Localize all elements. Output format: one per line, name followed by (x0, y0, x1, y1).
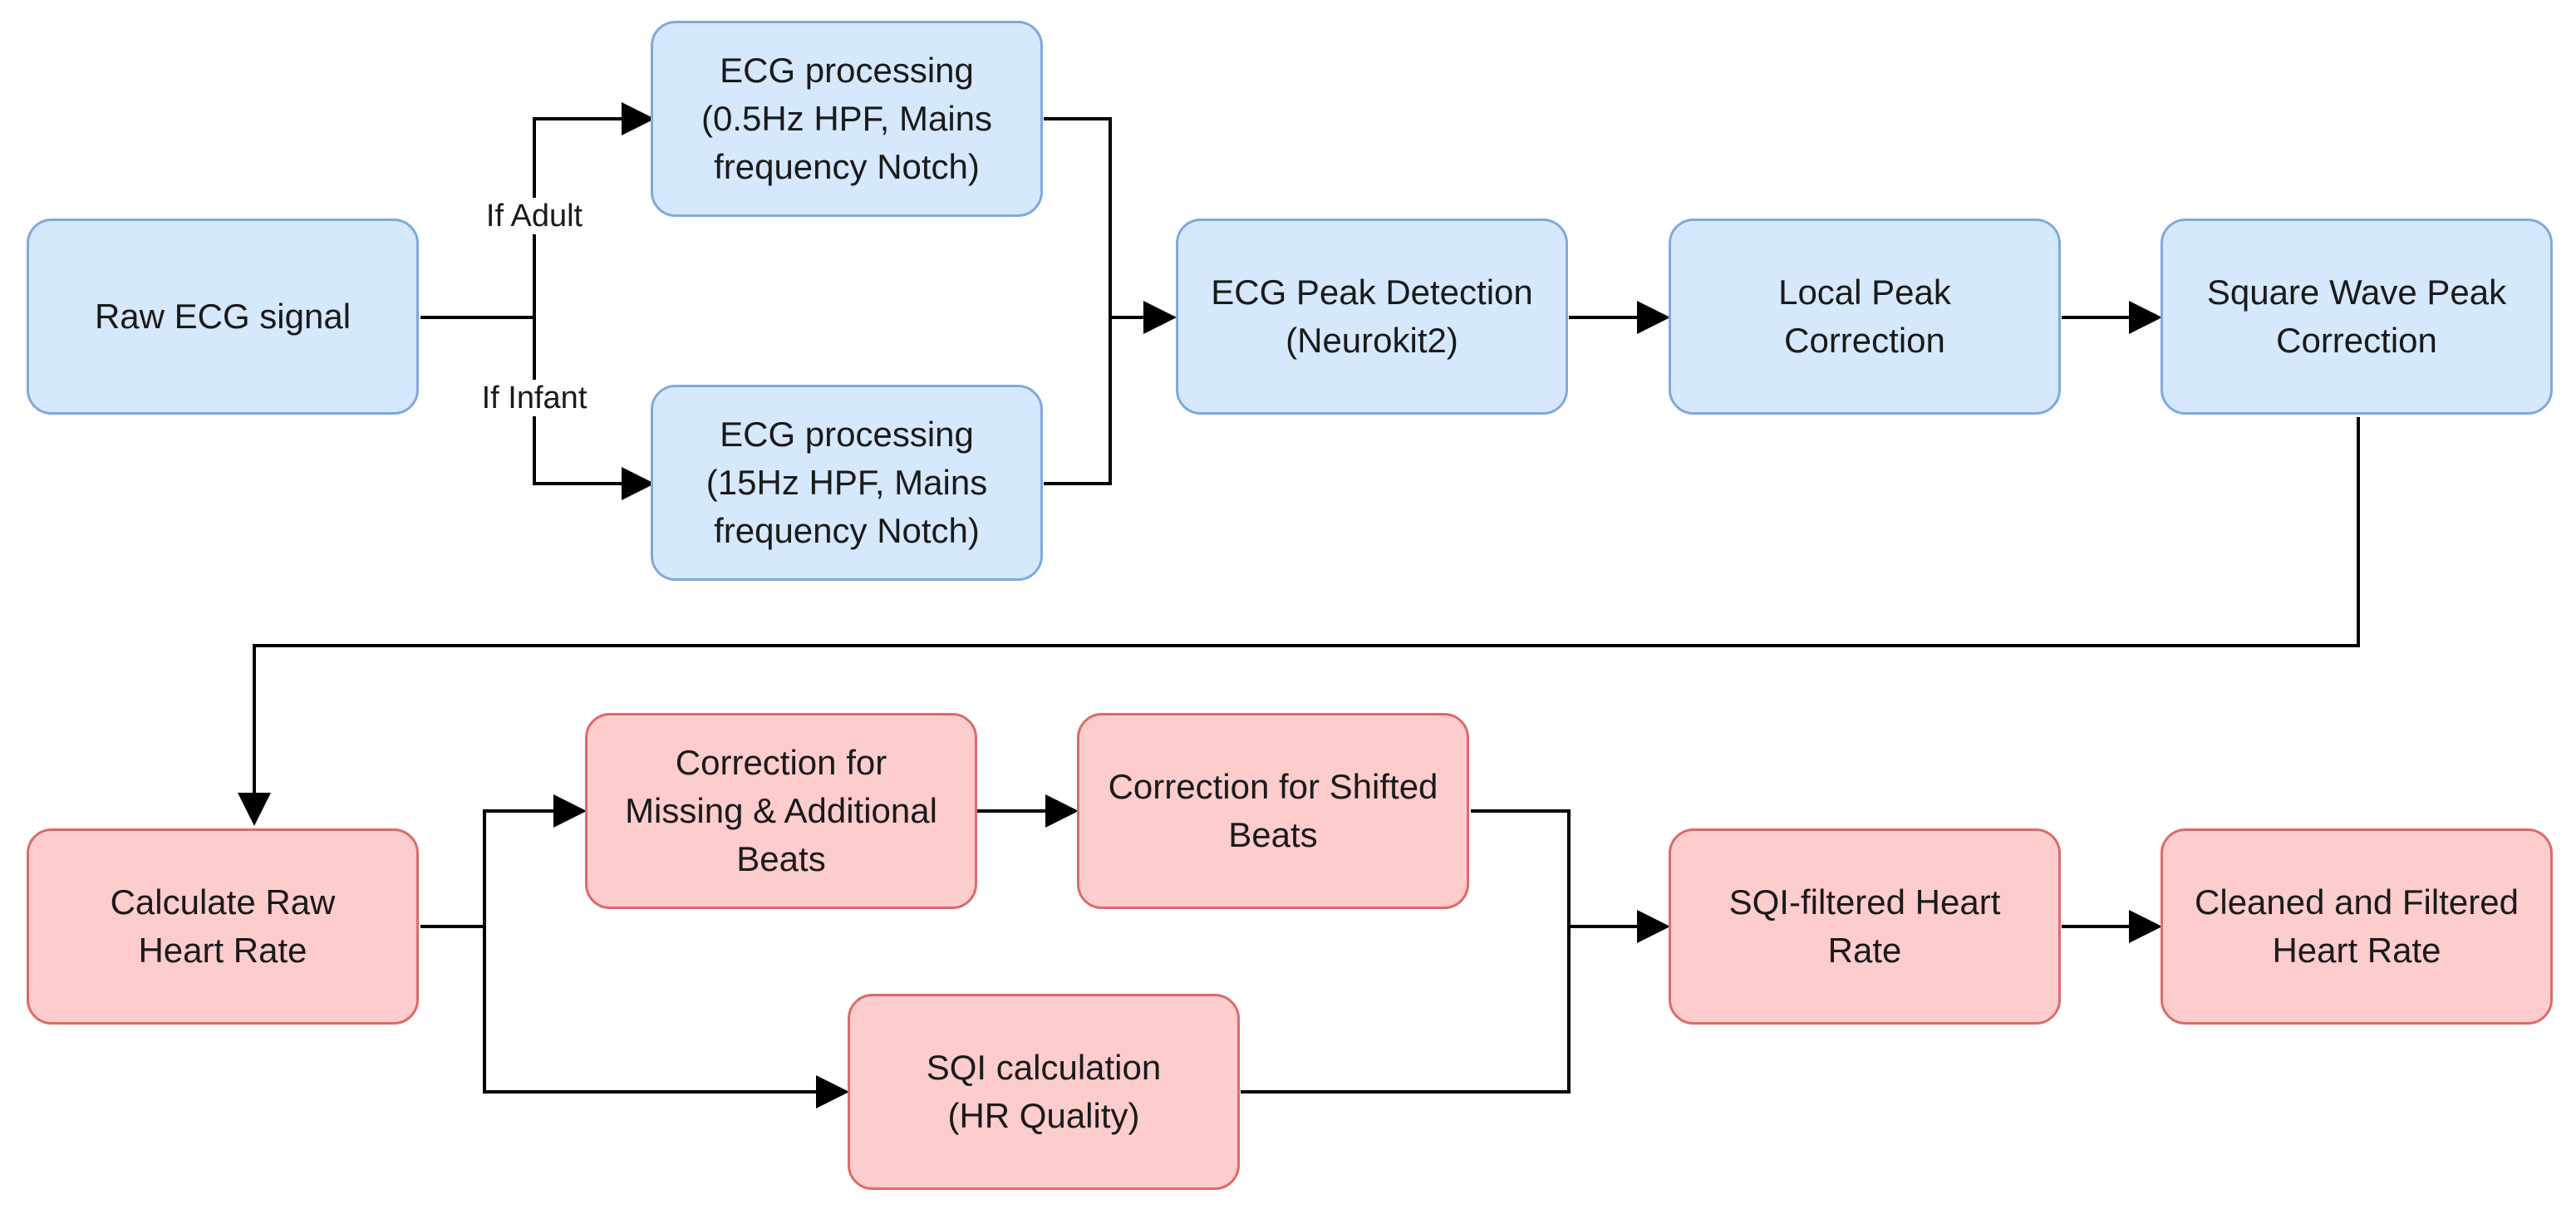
edge-calc-raw-hr-to-missing-beats (420, 794, 587, 928)
edge-infant-to-peak-detection (1044, 317, 1112, 485)
node-correction-missing-additional-beats: Correction for Missing & Additional Beat… (585, 713, 977, 909)
edge-adult-to-peak-detection (1044, 117, 1177, 334)
node-ecg-peak-detection: ECG Peak Detection (Neurokit2) (1176, 219, 1568, 415)
node-local-peak-correction: Local Peak Correction (1669, 219, 2061, 415)
node-sqi-filtered-heart-rate: SQI-filtered Heart Rate (1669, 828, 2061, 1025)
node-ecg-processing-adult: ECG processing (0.5Hz HPF, Mains frequen… (651, 21, 1043, 217)
edge-square-wave-to-calc-raw-hr (238, 417, 2360, 826)
node-cleaned-filtered-heart-rate: Cleaned and Filtered Heart Rate (2161, 828, 2553, 1025)
edge-sqi-calc-to-sqi-filtered (1241, 926, 1571, 1094)
node-ecg-processing-infant: ECG processing (15Hz HPF, Mains frequenc… (651, 385, 1043, 581)
edge-calc-raw-hr-to-sqi-calc (483, 926, 849, 1108)
node-correction-shifted-beats: Correction for Shifted Beats (1077, 713, 1469, 909)
edge-shifted-beats-to-sqi-filtered (1471, 809, 1670, 943)
node-calculate-raw-heart-rate: Calculate Raw Heart Rate (27, 828, 419, 1025)
node-raw-ecg-signal: Raw ECG signal (27, 219, 419, 415)
node-sqi-calculation: SQI calculation (HR Quality) (848, 994, 1240, 1190)
edge-raw-ecg-to-infant (533, 317, 655, 500)
edge-label-if-adult: If Adult (484, 198, 585, 234)
node-square-wave-peak-correction: Square Wave Peak Correction (2161, 219, 2553, 415)
edge-label-if-infant: If Infant (479, 380, 589, 416)
